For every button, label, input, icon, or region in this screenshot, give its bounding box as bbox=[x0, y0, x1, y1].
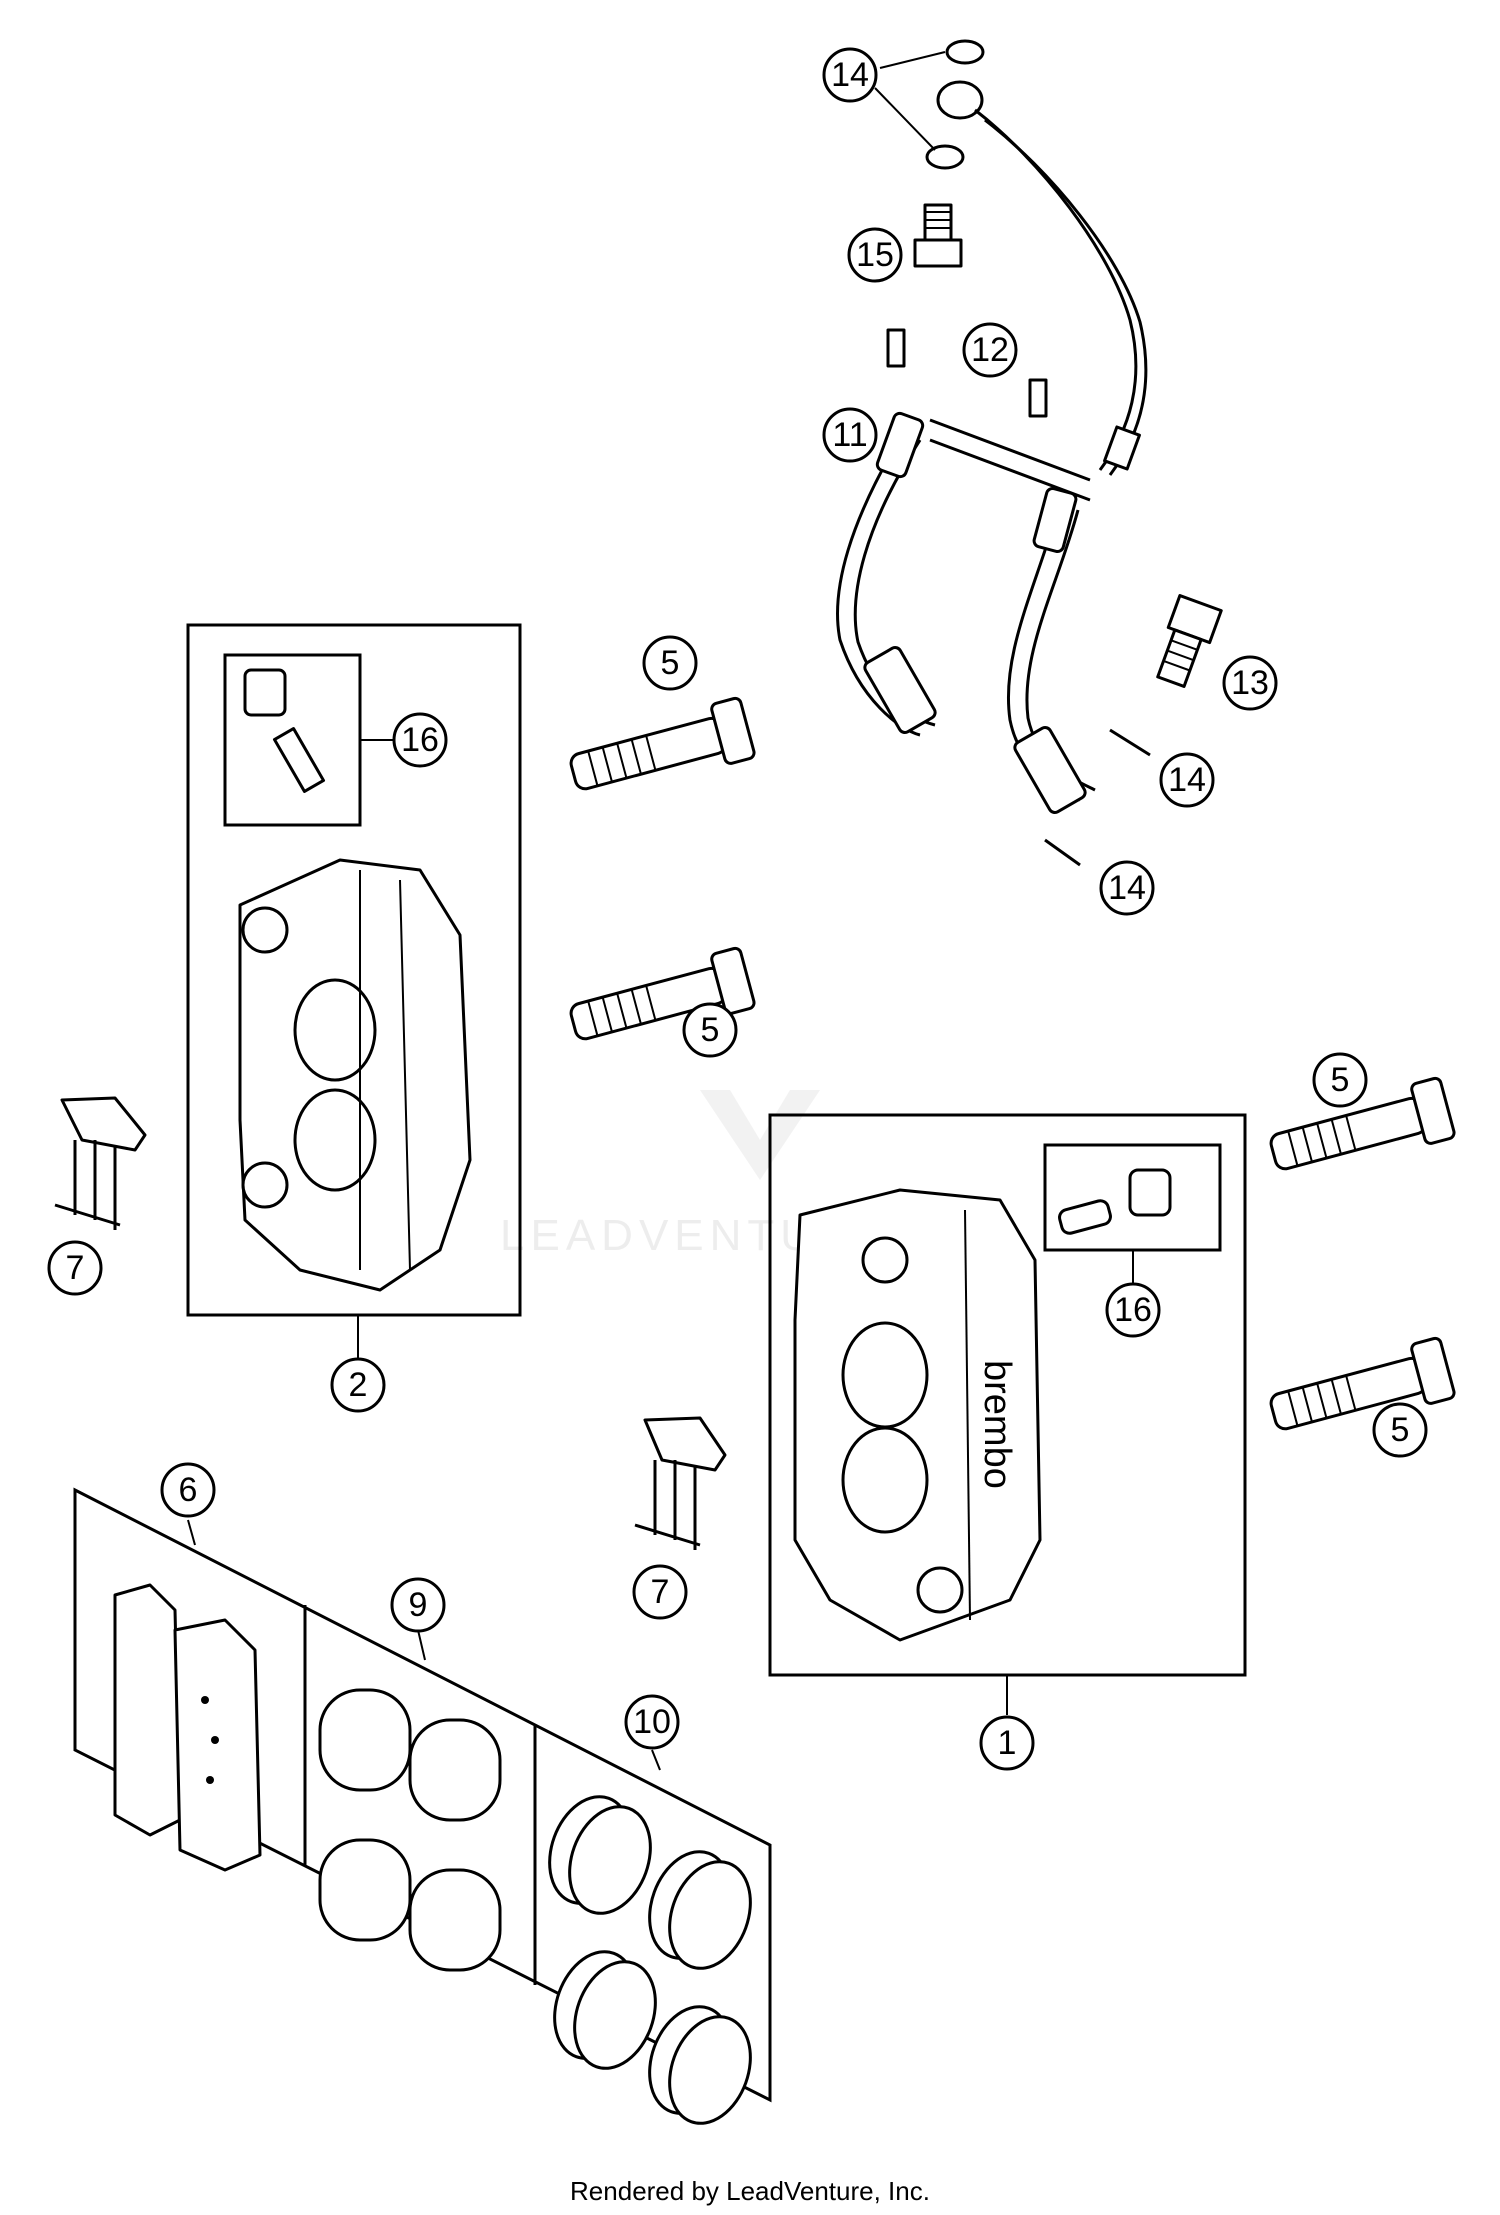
svg-text:14: 14 bbox=[831, 56, 869, 94]
pad-spring bbox=[634, 1416, 727, 1550]
svg-text:2: 2 bbox=[349, 1366, 368, 1404]
brake-pads bbox=[113, 1583, 262, 1872]
screw bbox=[886, 328, 906, 368]
pad-spring bbox=[54, 1096, 147, 1230]
caliper-left-kit bbox=[186, 623, 522, 1317]
callout-2: 2 bbox=[330, 1357, 386, 1413]
brake-line-assembly bbox=[836, 39, 1223, 867]
bleeder-kit bbox=[1058, 1168, 1172, 1235]
svg-text:5: 5 bbox=[661, 644, 680, 682]
callout-5: 5 bbox=[1312, 1052, 1368, 1108]
callout-14: 14 bbox=[1099, 860, 1155, 916]
svg-text:16: 16 bbox=[1114, 1291, 1152, 1329]
callout-7: 7 bbox=[47, 1240, 103, 1296]
caliper-right-kit: brembo bbox=[768, 1113, 1247, 1677]
svg-text:16: 16 bbox=[401, 721, 439, 759]
callout-1: 1 bbox=[979, 1715, 1035, 1771]
caliper-bolt bbox=[1269, 1336, 1456, 1431]
o-ring bbox=[1044, 838, 1081, 867]
callout-16: 16 bbox=[392, 712, 448, 768]
banjo-bolt bbox=[1156, 594, 1223, 688]
svg-text:13: 13 bbox=[1231, 664, 1269, 702]
callout-15: 15 bbox=[847, 227, 903, 283]
caliper-body bbox=[238, 858, 472, 1292]
main-hose bbox=[974, 108, 1138, 471]
svg-text:7: 7 bbox=[66, 1249, 85, 1287]
caliper-body: brembo bbox=[793, 1188, 1042, 1642]
caliper-bolt bbox=[569, 946, 756, 1041]
footer-credit: Rendered by LeadVenture, Inc. bbox=[570, 2176, 930, 2206]
callout-9: 9 bbox=[390, 1577, 446, 1633]
svg-text:7: 7 bbox=[651, 1573, 670, 1611]
svg-text:14: 14 bbox=[1108, 869, 1146, 907]
washer bbox=[945, 39, 985, 65]
svg-text:12: 12 bbox=[971, 331, 1009, 369]
bridge-hose bbox=[836, 411, 1096, 814]
piston-seals bbox=[548, 1795, 752, 2125]
caliper-bolt bbox=[1269, 1076, 1456, 1171]
callout-5: 5 bbox=[682, 1002, 738, 1058]
svg-text:14: 14 bbox=[1168, 761, 1206, 799]
callout-7: 7 bbox=[632, 1564, 688, 1620]
svg-text:1: 1 bbox=[998, 1724, 1017, 1762]
callout-14: 14 bbox=[1159, 752, 1215, 808]
svg-text:9: 9 bbox=[409, 1586, 428, 1624]
callout-5: 5 bbox=[642, 635, 698, 691]
callout-12: 12 bbox=[962, 322, 1018, 378]
screw bbox=[1028, 378, 1048, 418]
callout-5: 5 bbox=[1372, 1402, 1428, 1458]
caliper-logo: brembo bbox=[976, 1360, 1018, 1489]
o-ring bbox=[1109, 728, 1151, 757]
svg-text:10: 10 bbox=[633, 1703, 671, 1741]
callout-14: 14 bbox=[822, 47, 878, 103]
callout-10: 10 bbox=[624, 1694, 680, 1750]
callout-11: 11 bbox=[822, 407, 878, 463]
svg-text:6: 6 bbox=[179, 1471, 198, 1509]
service-kits bbox=[73, 1487, 772, 2125]
banjo-fitting bbox=[936, 80, 984, 120]
callout-13: 13 bbox=[1222, 655, 1278, 711]
washer bbox=[925, 144, 965, 170]
svg-text:15: 15 bbox=[856, 236, 894, 274]
svg-text:5: 5 bbox=[701, 1011, 720, 1049]
leader-lines bbox=[187, 1315, 1008, 1771]
callout-16: 16 bbox=[1105, 1282, 1161, 1338]
callout-6: 6 bbox=[160, 1462, 216, 1518]
bleeder-valve bbox=[913, 203, 963, 268]
caliper-bolt bbox=[569, 696, 756, 791]
svg-text:5: 5 bbox=[1331, 1061, 1350, 1099]
pistons bbox=[318, 1688, 502, 1972]
svg-text:11: 11 bbox=[832, 416, 867, 454]
svg-text:5: 5 bbox=[1391, 1411, 1410, 1449]
bleeder-kit bbox=[243, 668, 326, 793]
